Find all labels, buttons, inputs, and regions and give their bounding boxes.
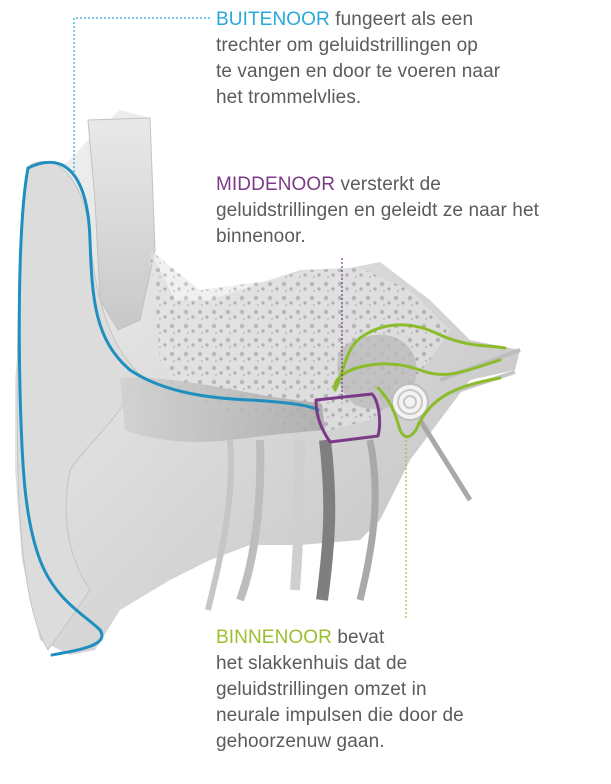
middle-ear-caption: MIDDENOOR versterkt de geluidstrillingen… xyxy=(216,172,539,250)
middle-caption-text-1: versterkt de xyxy=(341,174,441,195)
outer-caption-line-1: BUITENOOR fungeert als een xyxy=(216,7,500,33)
middle-caption-line-2: geluidstrillingen en geleidt ze naar het xyxy=(216,198,539,224)
inner-ear-caption: BINNENOOR bevat het slakkenhuis dat de g… xyxy=(216,625,464,755)
middle-caption-line-3: binnenoor. xyxy=(216,224,539,250)
inner-caption-text-1: bevat xyxy=(337,627,384,648)
middle-ear-heading: MIDDENOOR xyxy=(216,174,335,195)
inner-caption-line-3: geluidstrillingen omzet in xyxy=(216,677,464,703)
middle-caption-line-1: MIDDENOOR versterkt de xyxy=(216,172,539,198)
inner-caption-line-2: het slakkenhuis dat de xyxy=(216,651,464,677)
inner-caption-line-5: gehoorzenuw gaan. xyxy=(216,729,464,755)
outer-ear-heading: BUITENOOR xyxy=(216,9,330,30)
inner-ear-heading: BINNENOOR xyxy=(216,627,332,648)
outer-ear-caption: BUITENOOR fungeert als een trechter om g… xyxy=(216,7,500,111)
inner-caption-line-4: neurale impulsen die door de xyxy=(216,703,464,729)
outer-caption-line-4: het trommelvlies. xyxy=(216,85,500,111)
outer-caption-text-1: fungeert als een xyxy=(335,9,473,30)
outer-caption-line-3: te vangen en door te voeren naar xyxy=(216,59,500,85)
outer-caption-line-2: trechter om geluidstrillingen op xyxy=(216,33,500,59)
inner-caption-line-1: BINNENOOR bevat xyxy=(216,625,464,651)
